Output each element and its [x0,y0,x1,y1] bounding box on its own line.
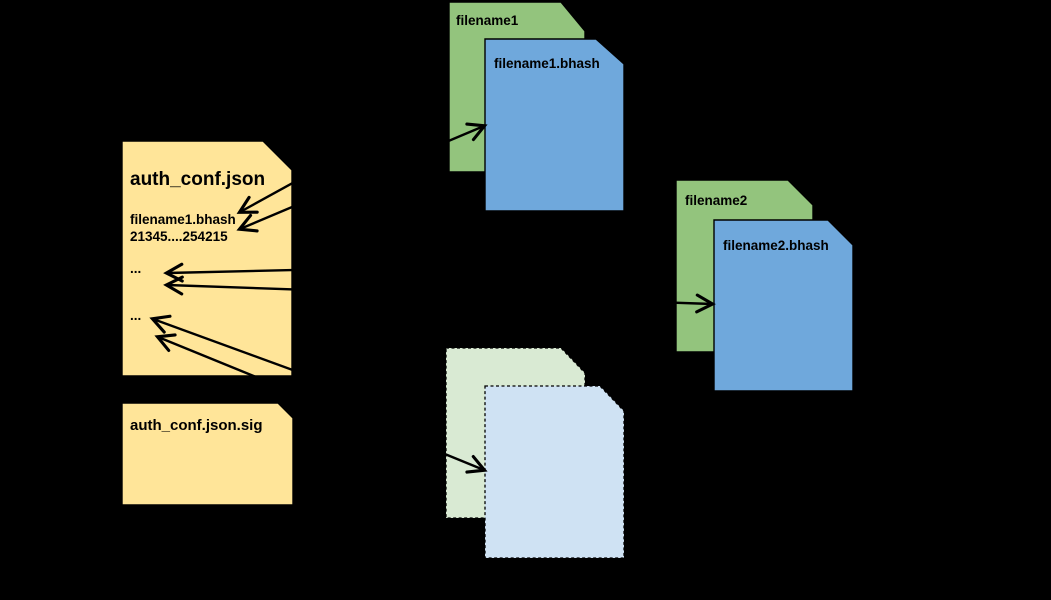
manifest-entry-line2: 21345....254215 [130,229,228,244]
arrow-manifest-to-hash2 [163,275,716,314]
arrow-file2-to-manifest [163,259,677,283]
manifest-entry-line1: filename1.bhash [130,212,236,227]
ghost-hash-document [484,385,625,559]
manifest-ellipsis-2: ... [130,308,141,323]
arrow-manifest-to-hash1 [236,122,488,233]
arrow-manifest-to-ghost-hash [154,333,488,474]
file1-label: filename1 [456,13,519,28]
hash2-document [713,219,854,392]
file2-label: filename2 [685,193,747,208]
manifest-title: auth_conf.json [130,169,265,190]
hash2-label: filename2.bhash [723,238,829,253]
manifest-ellipsis-1: ... [130,261,141,276]
signature-label: auth_conf.json.sig [130,417,263,434]
hash1-label: filename1.bhash [494,56,600,71]
